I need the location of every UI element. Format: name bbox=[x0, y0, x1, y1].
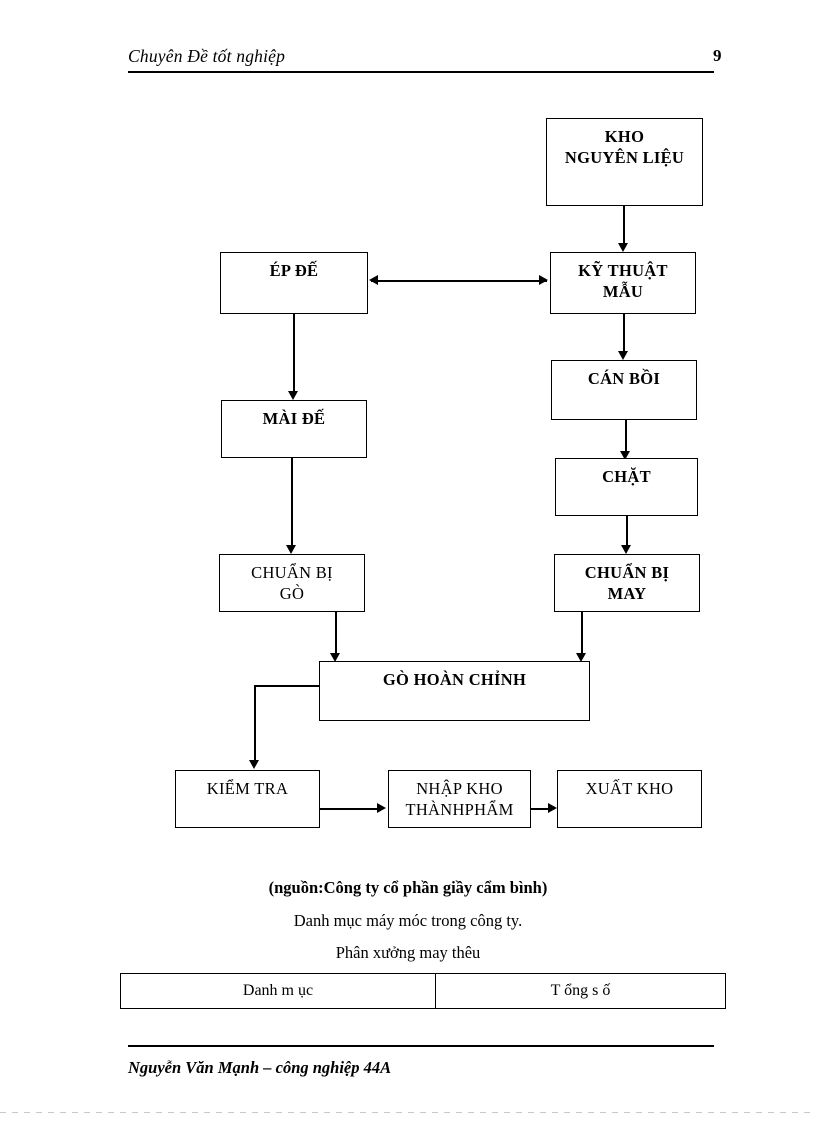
scan-edge-artifact bbox=[0, 1112, 816, 1113]
flow-node-ky-thuat-mau: KỸ THUẬT MẪU bbox=[550, 252, 696, 314]
arrowhead-right-xuatkho bbox=[548, 803, 557, 813]
connector-chuanbigo-to-gohoanchinh bbox=[335, 612, 337, 656]
connector-epde-kythuat bbox=[371, 280, 547, 282]
arrowhead-down-chat bbox=[620, 451, 630, 460]
flow-node-label: KHO NGUYÊN LIỆU bbox=[564, 127, 685, 168]
connector-kho-to-kythuat bbox=[623, 206, 625, 244]
flow-node-chuan-bi-go: CHUẨN BỊ GÒ bbox=[219, 554, 365, 612]
flow-node-label: MÀI ĐẾ bbox=[262, 409, 326, 428]
arrowhead-right-kythuat bbox=[539, 275, 548, 285]
flow-node-label: NHẬP KHO THÀNHPHẨM bbox=[405, 779, 514, 820]
connector-canboi-to-chat bbox=[625, 420, 627, 454]
table-header-cell-tong-so: T ổng s ố bbox=[550, 982, 611, 999]
flow-node-kho-nguyen-lieu: KHO NGUYÊN LIỆU bbox=[546, 118, 703, 206]
connector-chat-to-chuanbimay bbox=[626, 516, 628, 548]
arrowhead-right-nhapkho bbox=[377, 803, 386, 813]
flow-node-nhap-kho: NHẬP KHO THÀNHPHẨM bbox=[388, 770, 531, 828]
connector-chuanbimay-to-gohoanchinh bbox=[581, 612, 583, 656]
section-caption-line2: Danh mục máy móc trong công ty. bbox=[293, 911, 523, 930]
flow-node-label: CHẶT bbox=[602, 467, 651, 486]
flow-node-label: GÒ HOÀN CHỈNH bbox=[382, 670, 527, 689]
footer-divider bbox=[128, 1045, 714, 1047]
arrowhead-down-kiemtra bbox=[249, 760, 259, 769]
arrowhead-down-chuanbimay bbox=[621, 545, 631, 554]
section-caption-line3: Phân xưởng may thêu bbox=[335, 943, 481, 962]
connector-nhapkho-to-xuatkho bbox=[531, 808, 549, 810]
flow-node-label: KIỂM TRA bbox=[206, 779, 289, 798]
connector-maide-to-chuanbigo bbox=[291, 458, 293, 548]
flow-node-mai-de: MÀI ĐẾ bbox=[221, 400, 367, 458]
flow-node-ep-de: ÉP ĐẾ bbox=[220, 252, 368, 314]
flow-node-can-boi: CÁN BỒI bbox=[551, 360, 697, 420]
arrowhead-left-epde bbox=[369, 275, 378, 285]
connector-gohoanchinh-elbow-h bbox=[254, 685, 320, 687]
arrowhead-down-gohoanchinh-left bbox=[330, 653, 340, 662]
flow-node-label: KỸ THUẬT MẪU bbox=[578, 261, 668, 302]
page-header-title: Chuyên Đề tốt nghiệp bbox=[128, 46, 286, 66]
figure-source-caption: (nguồn:Công ty cổ phần giầy cẩm bình) bbox=[268, 878, 548, 897]
arrowhead-down-gohoanchinh-right bbox=[576, 653, 586, 662]
flow-node-label: CHUẨN BỊ GÒ bbox=[251, 563, 333, 604]
flow-node-label: CÁN BỒI bbox=[587, 369, 661, 388]
flow-node-label: CHUẨN BỊ MAY bbox=[584, 563, 670, 604]
flow-node-go-hoan-chinh: GÒ HOÀN CHỈNH bbox=[319, 661, 590, 721]
table-header-cell-danh-muc: Danh m ục bbox=[121, 974, 436, 1008]
connector-epde-to-maide bbox=[293, 314, 295, 394]
connector-gohoanchinh-elbow-v bbox=[254, 685, 256, 763]
flow-node-label: ÉP ĐẾ bbox=[269, 261, 319, 280]
header-divider bbox=[128, 71, 714, 73]
arrowhead-down-canboi bbox=[618, 351, 628, 360]
page-number: 9 bbox=[713, 46, 722, 65]
flow-node-chat: CHẶT bbox=[555, 458, 698, 516]
flow-node-xuat-kho: XUẤT KHO bbox=[557, 770, 702, 828]
flow-node-label: XUẤT KHO bbox=[585, 779, 674, 798]
arrowhead-down-chuanbigo bbox=[286, 545, 296, 554]
connector-kythuat-to-canboi bbox=[623, 314, 625, 353]
flow-node-kiem-tra: KIỂM TRA bbox=[175, 770, 320, 828]
connector-kiemtra-to-nhapkho bbox=[320, 808, 378, 810]
flow-node-chuan-bi-may: CHUẨN BỊ MAY bbox=[554, 554, 700, 612]
page-footer-text: Nguyễn Văn Mạnh – công nghiệp 44A bbox=[128, 1058, 392, 1077]
arrowhead-down-kythuat bbox=[618, 243, 628, 252]
machinery-table: Danh m ục T ổng s ố bbox=[120, 973, 726, 1009]
arrowhead-down-maide bbox=[288, 391, 298, 400]
